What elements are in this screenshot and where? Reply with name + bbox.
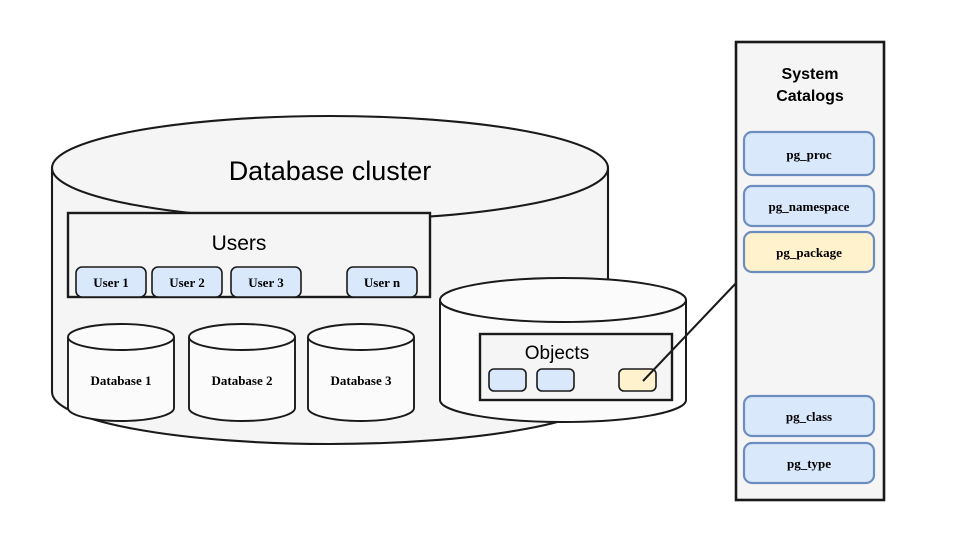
catalog-entry-label: pg_proc (786, 147, 831, 162)
user-chip-3[interactable]: User 3 (230, 266, 302, 298)
user-chip-1[interactable]: User 1 (75, 266, 147, 298)
user-chip-label: User n (364, 275, 401, 290)
catalog-entry-pg-class[interactable]: pg_class (742, 394, 876, 438)
database-cylinder-3[interactable]: Database 3 (307, 323, 415, 422)
objects-item-3-highlighted[interactable] (618, 368, 657, 392)
objects-item-1[interactable] (488, 368, 527, 392)
catalog-entry-label: pg_namespace (769, 199, 850, 214)
catalog-entry-pg-namespace[interactable]: pg_namespace (742, 184, 876, 228)
catalog-entry-pg-proc[interactable]: pg_proc (742, 130, 876, 177)
user-chip-n[interactable]: User n (346, 266, 418, 298)
database-label: Database 3 (330, 373, 392, 388)
system-catalogs-title-line2: Catalogs (776, 88, 844, 105)
user-chip-label: User 2 (169, 275, 205, 290)
database-label: Database 2 (211, 373, 272, 388)
users-group-title: Users (212, 232, 267, 255)
cluster-title: Database cluster (229, 156, 432, 186)
database-label: Database 1 (90, 373, 151, 388)
objects-item-2[interactable] (536, 368, 575, 392)
user-chip-2[interactable]: User 2 (151, 266, 223, 298)
system-catalogs-title-line1: System (782, 66, 839, 83)
catalog-entry-label: pg_type (787, 456, 831, 471)
catalog-entry-label: pg_package (776, 245, 842, 260)
database-cylinder-2[interactable]: Database 2 (188, 323, 296, 422)
catalog-entry-label: pg_class (786, 409, 832, 424)
database-cylinder-1[interactable]: Database 1 (67, 323, 175, 422)
user-chip-label: User 3 (248, 275, 284, 290)
user-chip-label: User 1 (93, 275, 129, 290)
catalog-entry-pg-type[interactable]: pg_type (742, 441, 876, 485)
catalog-entry-pg-package[interactable]: pg_package (742, 230, 876, 274)
objects-title: Objects (525, 343, 589, 364)
